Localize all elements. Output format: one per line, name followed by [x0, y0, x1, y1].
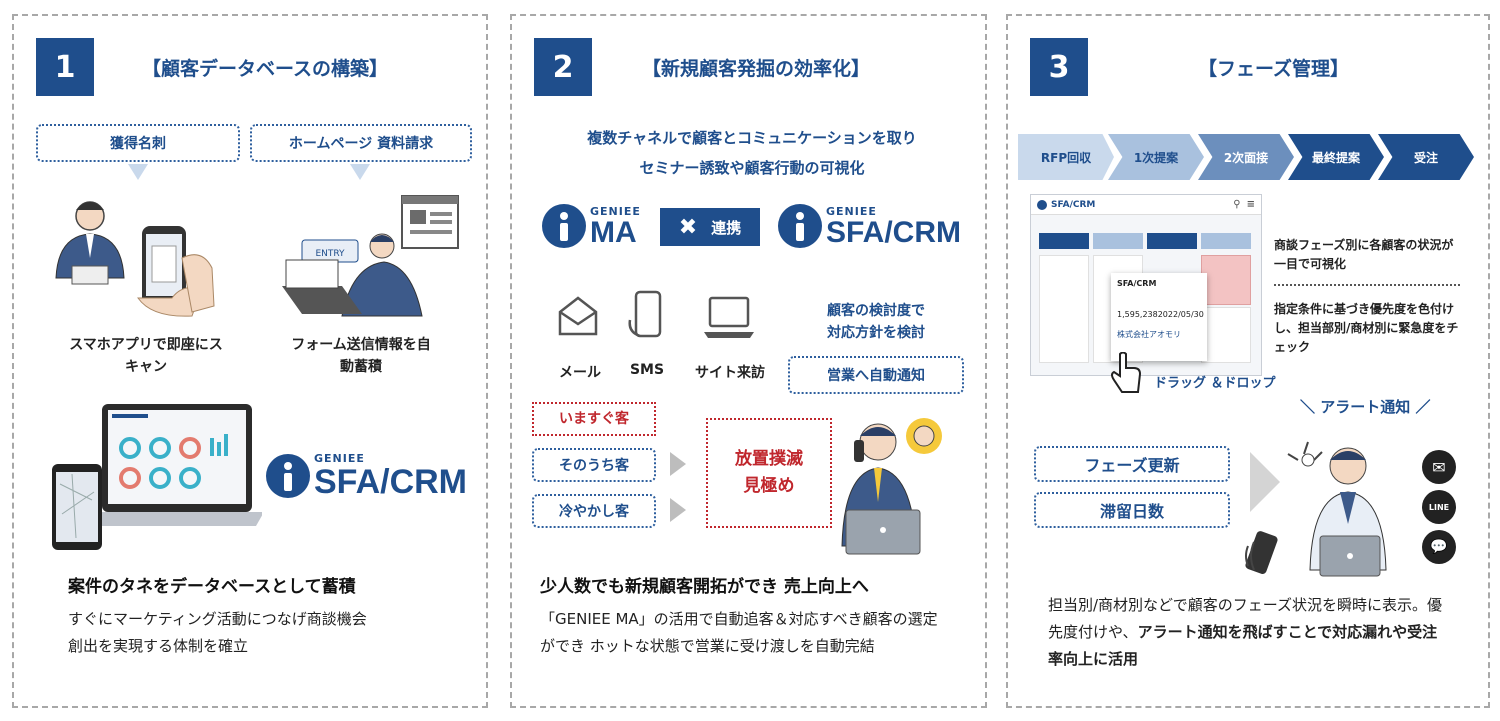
arrow-right-icon	[670, 498, 686, 522]
channel-sms: SMS	[629, 362, 665, 378]
body-plain: 担当別/商材別などで顧客のフェーズ状況を瞬時に表示。優先度付けや、	[1048, 596, 1443, 641]
geniee-ma-logo: GENIEE MA	[542, 204, 641, 248]
link-label: 連携	[711, 218, 742, 237]
logo-small-text: GENIEE	[590, 204, 641, 218]
form-illustration: ENTRY	[282, 195, 459, 317]
panel-heading: 案件のタネをデータベースとして蓄積	[68, 577, 356, 597]
logo-big-text: SFA/CRM	[826, 215, 961, 249]
deal-card[interactable]: SFA/CRM 1,595,238 2022/05/30 株式会社アオモリ	[1111, 273, 1207, 361]
panel-title: 【顧客データベースの構築】	[142, 58, 389, 80]
note-priority: 指定条件に基づき優先度を色付けし、担当部別/商材別に緊急度をチェック	[1274, 302, 1459, 355]
caption-scan: スマホアプリで即座にスキャン	[69, 337, 223, 376]
phase-step: 1次提案	[1108, 134, 1204, 180]
devices-illustration	[52, 404, 262, 550]
logo-big-text: MA	[590, 215, 637, 249]
panel-body: すぐにマーケティング活動につなげ商談機会創出を実現する体制を確立	[68, 610, 367, 655]
salesperson-illustration	[841, 418, 942, 555]
tag-web-request: ホームページ 資料請求	[250, 124, 472, 162]
smartphone-icon	[628, 290, 662, 338]
lead-line-1: 複数チャネルで顧客とコミュニケーションを取り	[587, 129, 917, 147]
alert-label: ＼ アラート通知 ／	[1300, 398, 1431, 416]
channel-mail: メール	[559, 365, 601, 381]
segment-browse: 冷やかし客	[532, 494, 656, 528]
caption-form: フォーム送信情報を自動蓄積	[291, 337, 431, 376]
lead-line-2: セミナー誘致や顧客行動の可視化	[639, 159, 865, 177]
chat-icon: 💬	[1422, 530, 1456, 564]
phase-step: RFP回収	[1018, 134, 1114, 180]
geniee-logo-icon	[266, 453, 310, 498]
link-badge: ✖ 連携	[660, 208, 760, 246]
reduce-box: 放置撲滅 見極め	[706, 418, 832, 528]
geniee-logo-icon	[778, 204, 822, 248]
auto-notify-tag: 営業へ自動通知	[788, 356, 964, 394]
logo-small-text: GENIEE	[826, 204, 877, 218]
panel-heading: 少人数でも新規顧客開拓ができ 売上向上へ	[540, 577, 869, 597]
cross-icon: ✖	[678, 214, 698, 240]
logo-small-text: GENIEE	[314, 452, 365, 465]
step-number: 1	[36, 38, 94, 96]
phase-step: 最終提案	[1288, 134, 1384, 180]
note-visualize: 商談フェーズ別に各顧客の状況が一目で可視化	[1274, 238, 1454, 272]
card-date: 2022/05/30	[1157, 310, 1204, 319]
pointer-triangle	[350, 164, 370, 180]
step-number: 3	[1030, 38, 1088, 96]
panel-acquisition: 2 【新規顧客発掘の効率化】 複数チャネルで顧客とコミュニケーションを取り セミ…	[510, 14, 987, 708]
pointer-triangle	[128, 164, 148, 180]
reduce-line-2: 見極め	[743, 476, 795, 496]
app-screenshot: SFA/CRM ⚲ ≡ SFA/CRM 1,595,238 2022/05/30…	[1030, 194, 1262, 376]
menu-icon: ≡	[1246, 199, 1255, 210]
mail-icon	[558, 296, 598, 336]
app-name: SFA/CRM	[1051, 199, 1096, 210]
panel-title: 【フェーズ管理】	[1198, 58, 1350, 80]
logo-big-text: SFA/CRM	[314, 463, 467, 501]
alert-person-illustration	[1245, 441, 1387, 577]
card-company: 株式会社アオモリ	[1117, 330, 1181, 339]
panel-phase-management: 3 【フェーズ管理】 SFA/CRM ⚲ ≡ SFA/CRM 1,595,238…	[1006, 14, 1490, 708]
hand-cursor-icon	[1111, 352, 1142, 393]
note-divider	[1274, 284, 1460, 286]
panel-body: 「GENIEE MA」の活用で自動追客＆対応すべき顧客の選定ができ ホットな状態…	[540, 610, 938, 655]
geniee-sfa-logo: GENIEE SFA/CRM	[266, 452, 467, 499]
segment-now: いますぐ客	[532, 402, 656, 436]
entry-label: ENTRY	[315, 249, 345, 259]
step-number: 2	[534, 38, 592, 96]
geniee-sfa-logo: GENIEE SFA/CRM	[778, 204, 961, 248]
drag-drop-label: ドラッグ ＆ドロップ	[1154, 376, 1276, 391]
consider-line-1: 顧客の検討度で	[827, 303, 925, 319]
segment-later: そのうち客	[532, 448, 656, 482]
app-logo-icon	[1037, 199, 1047, 210]
line-icon-label: LINE	[1428, 502, 1450, 512]
tag-stay-days: 滞留日数	[1034, 492, 1230, 528]
panel-title: 【新規顧客発掘の効率化】	[642, 58, 871, 80]
reduce-line-1: 放置撲滅	[735, 448, 803, 469]
tag-phase-update: フェーズ更新	[1034, 446, 1230, 482]
scan-illustration	[55, 201, 215, 317]
laptop-icon	[704, 296, 754, 338]
body-bold: アラート通知を飛ばすことで対応漏れや受注率向上に活用	[1048, 623, 1438, 668]
card-title: SFA/CRM	[1117, 279, 1157, 288]
phase-step: 受注	[1378, 134, 1474, 180]
chevron-right-icon	[1250, 452, 1280, 512]
consider-line-2: 対応方針を検討	[827, 325, 925, 341]
line-icon: LINE	[1422, 490, 1456, 524]
phase-step: 2次面接	[1198, 134, 1294, 180]
geniee-logo-icon	[542, 204, 586, 248]
panel-database: 1 【顧客データベースの構築】 獲得名刺 ホームページ 資料請求 ENTRY ス…	[12, 14, 488, 708]
mail-icon: ✉	[1422, 450, 1456, 484]
card-amount: 1,595,238	[1117, 310, 1158, 319]
channel-site: サイト来訪	[695, 365, 765, 381]
panel-body: 担当別/商材別などで顧客のフェーズ状況を瞬時に表示。優先度付けや、アラート通知を…	[1048, 592, 1448, 673]
arrow-right-icon	[670, 452, 686, 476]
tag-business-card: 獲得名刺	[36, 124, 240, 162]
search-icon: ⚲	[1233, 199, 1241, 210]
